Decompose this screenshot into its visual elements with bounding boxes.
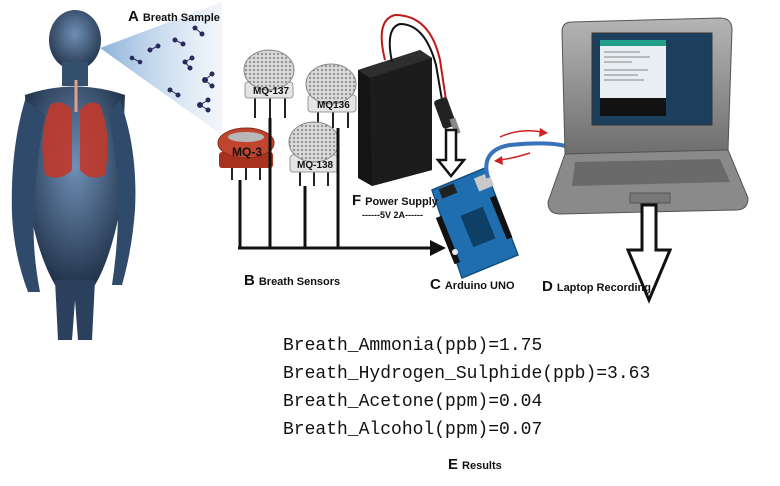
lungs-illustration — [42, 80, 108, 178]
label-a-text: Breath Sample — [142, 12, 220, 24]
arduino-board — [431, 167, 519, 279]
label-d-text: Laptop Recording — [556, 282, 651, 294]
label-a-letter: A — [128, 8, 139, 25]
usb-cable — [484, 128, 577, 179]
sensor-mq136 — [305, 63, 357, 128]
result-hydrogen-sulphide: Breath_Hydrogen_Sulphide(ppb)=3.63 — [283, 364, 651, 384]
label-f-text: Power Supply — [365, 196, 438, 208]
laptop — [547, 17, 749, 215]
sensor-mq137 — [243, 49, 295, 118]
label-f-subtext: ------5V 2A------ — [362, 210, 423, 220]
human-body-illustration — [11, 10, 136, 340]
sensor-label-mq136: MQ136 — [317, 100, 350, 111]
sensor-label-mq137: MQ-137 — [253, 86, 290, 97]
label-d-letter: D — [542, 278, 553, 295]
label-e-text: Results — [462, 460, 502, 472]
sensor-wiring — [238, 118, 446, 256]
label-b-letter: B — [244, 272, 255, 289]
sensor-label-mq138: MQ-138 — [297, 160, 334, 171]
battery-pack — [358, 13, 461, 186]
sensor-label-mq3: MQ-3 — [232, 145, 262, 159]
label-c-letter: C — [430, 276, 441, 293]
label-f-letter: F — [352, 192, 362, 209]
power-arrow — [435, 128, 467, 178]
result-acetone: Breath_Acetone(ppm)=0.04 — [283, 392, 543, 412]
result-alcohol: Breath_Alcohol(ppm)=0.07 — [283, 420, 543, 440]
recording-arrow — [625, 203, 673, 304]
sensor-mq3 — [217, 127, 275, 180]
sensor-mq138 — [288, 121, 340, 186]
breath-sample-cone — [100, 2, 222, 135]
label-c-text: Arduino UNO — [444, 280, 515, 292]
label-b-text: Breath Sensors — [258, 276, 341, 288]
label-e-letter: E — [448, 456, 459, 473]
result-ammonia: Breath_Ammonia(ppb)=1.75 — [283, 336, 543, 356]
